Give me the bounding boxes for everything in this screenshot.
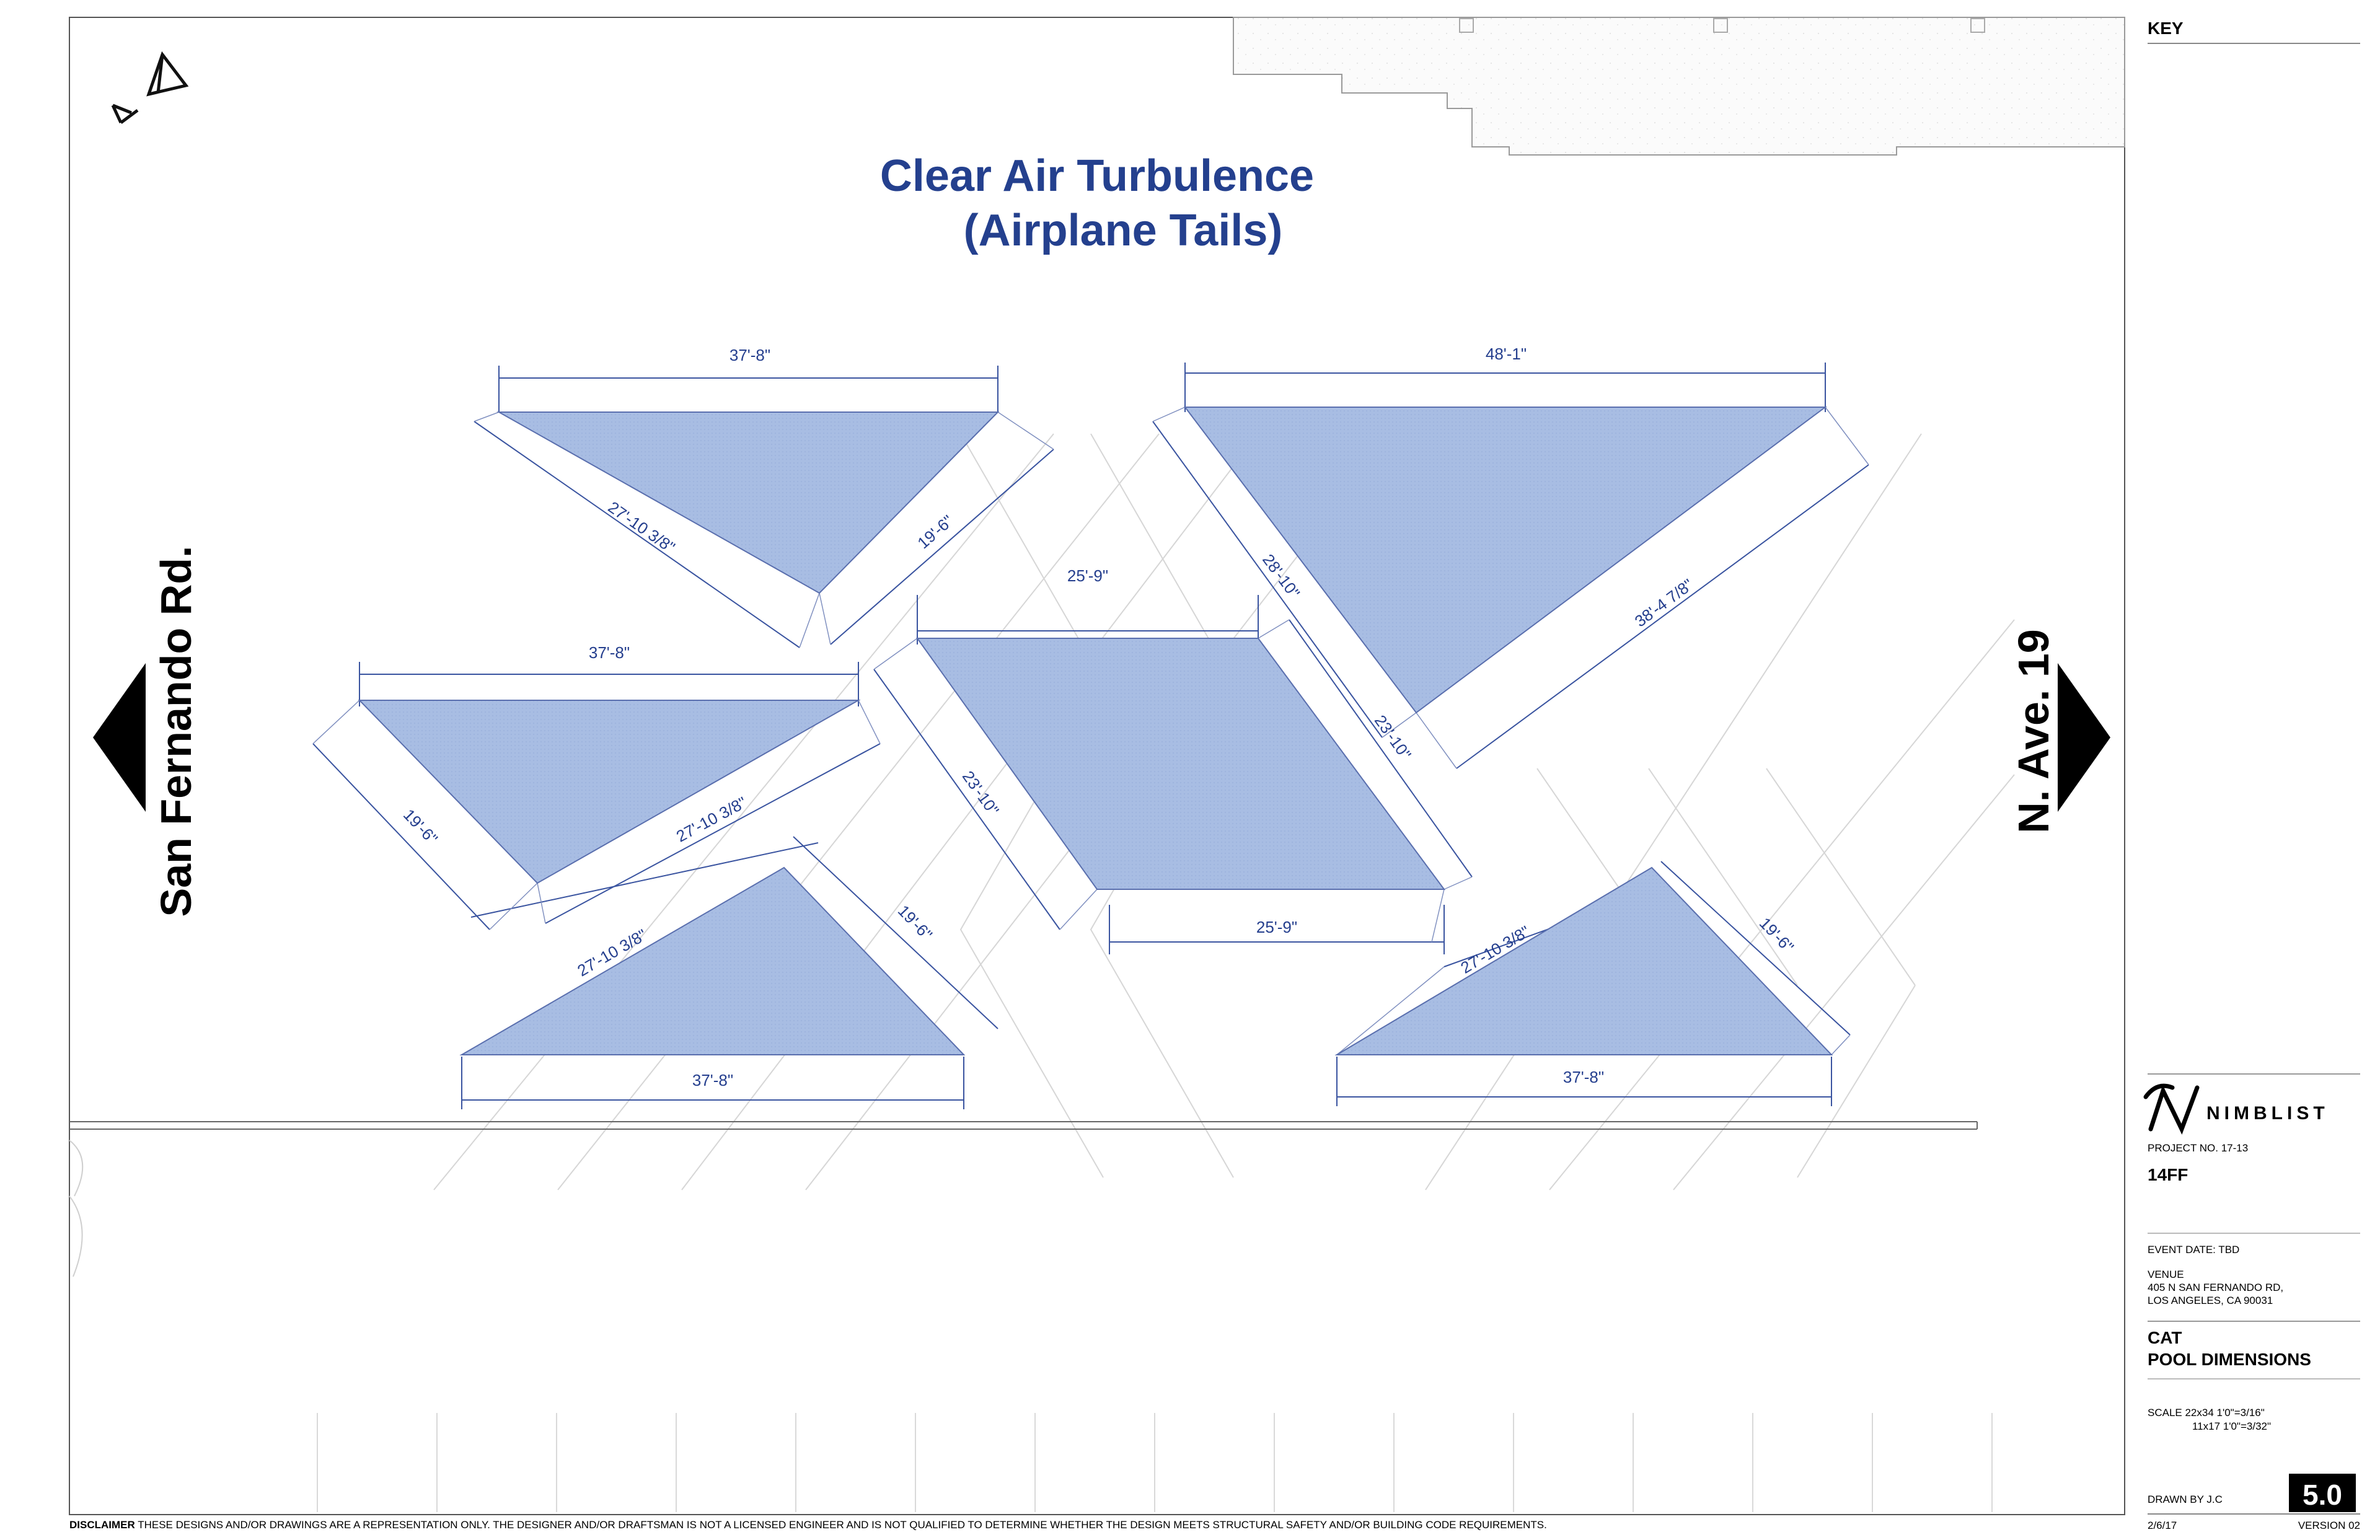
scale-line2: 11x17 1'0"=3/32" <box>2192 1420 2271 1432</box>
project-number: PROJECT NO. 17-13 <box>2148 1142 2248 1154</box>
right-arrow-icon <box>2058 663 2110 812</box>
scale-line1: SCALE 22x34 1'0"=3/16" <box>2148 1407 2265 1419</box>
sheet-number-box <box>2289 1474 2356 1512</box>
brand-name: NIMBLIST <box>2206 1103 2329 1124</box>
pool-triangle-1 <box>496 411 1000 594</box>
north-arrow-icon <box>111 51 189 125</box>
dim-t4-right: 38'-4 7/8" <box>1631 575 1697 631</box>
venue-line1: 405 N SAN FERNANDO RD, <box>2148 1282 2283 1293</box>
pool-shapes <box>358 407 1833 1055</box>
drawing-date: 2/6/17 <box>2148 1520 2177 1531</box>
disclaimer: DISCLAIMER THESE DESIGNS AND/OR DRAWINGS… <box>69 1519 1547 1531</box>
nimblist-logo-icon <box>2143 1083 2200 1135</box>
sheet-name-line1: CAT <box>2148 1328 2182 1347</box>
drawn-by: DRAWN BY J.C <box>2148 1494 2223 1505</box>
curb-lines <box>69 1121 1978 1130</box>
dim-t4-top: 48'-1" <box>1486 345 1527 363</box>
left-arrow-icon <box>93 663 146 812</box>
dim-para-top: 25'-9" <box>1067 566 1108 585</box>
dim-para-bottom: 25'-9" <box>1256 918 1297 936</box>
street-right: N. Ave. 19 <box>2009 629 2110 834</box>
building-footprint <box>1233 17 2125 156</box>
sheet-name-line2: POOL DIMENSIONS <box>2148 1350 2311 1369</box>
pool-triangle-5 <box>1334 866 1833 1055</box>
sheet-number: 5.0 <box>2303 1479 2342 1511</box>
disclaimer-label: DISCLAIMER <box>69 1519 135 1531</box>
pool-triangle-4 <box>1183 407 1828 714</box>
curb-arc <box>69 1140 84 1277</box>
street-left-label: San Fernando Rd. <box>152 546 200 917</box>
dim-para-left: 23'-10" <box>959 767 1003 819</box>
disclaimer-text: THESE DESIGNS AND/OR DRAWINGS ARE A REPR… <box>135 1519 1547 1531</box>
bottom-ticks <box>317 1413 1993 1512</box>
event-date: EVENT DATE: TBD <box>2148 1244 2239 1256</box>
drawing-title-line2: (Airplane Tails) <box>964 206 1283 255</box>
pool-parallelogram <box>916 638 1445 890</box>
street-left: San Fernando Rd. <box>93 546 200 917</box>
dim-t3-bottom: 37'-8" <box>692 1071 733 1089</box>
key-label: KEY <box>2148 19 2184 38</box>
dimension-lines <box>312 363 1869 1109</box>
venue-label: VENUE <box>2148 1269 2184 1280</box>
drawing-border <box>69 17 2125 1515</box>
dim-para-right: 23'-10" <box>1371 711 1415 763</box>
title-block: KEY NIMBLIST PROJECT NO. 17-13 14FF EVEN… <box>2143 19 2360 1531</box>
pool-triangle-2 <box>358 700 861 884</box>
street-right-label: N. Ave. 19 <box>2009 629 2058 833</box>
drawing-title-line1: Clear Air Turbulence <box>880 151 1314 201</box>
pool-triangle-3 <box>459 866 966 1055</box>
dim-t5-right: 19'-6" <box>1756 913 1797 956</box>
dim-t5-bottom: 37'-8" <box>1563 1068 1604 1086</box>
dim-t2-top: 37'-8" <box>589 643 630 662</box>
version: VERSION 02 <box>2298 1520 2360 1531</box>
project-code: 14FF <box>2148 1165 2188 1184</box>
dim-t1-top: 37'-8" <box>729 346 770 364</box>
venue-line2: LOS ANGELES, CA 90031 <box>2148 1295 2273 1306</box>
dim-t1-right: 19'-6" <box>914 511 957 552</box>
